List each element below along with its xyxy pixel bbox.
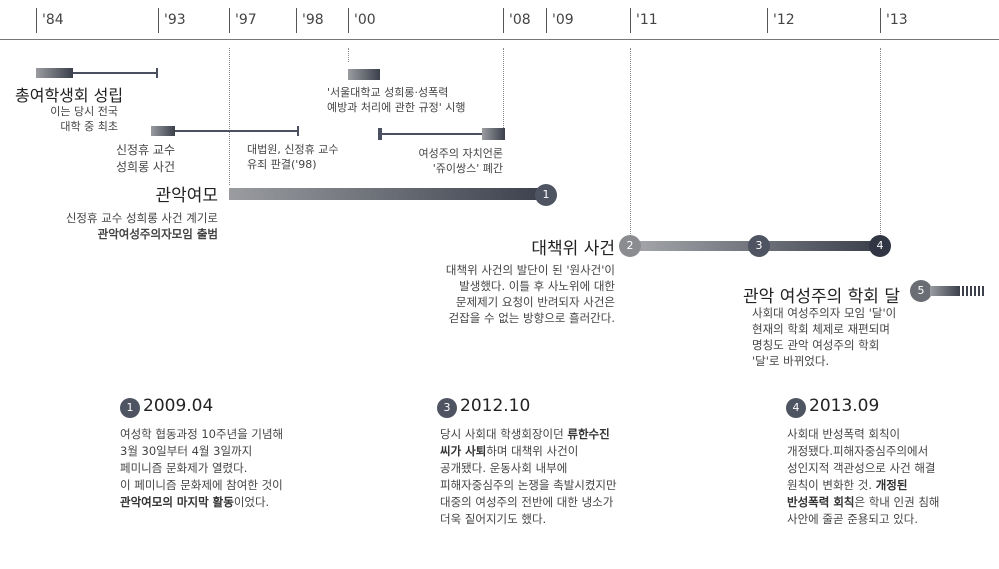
tick [36, 8, 37, 33]
tick [503, 8, 504, 33]
card-text: 관악여모의 마지막 활동이었다. [120, 495, 270, 509]
event-line [380, 133, 484, 135]
tick [229, 8, 230, 33]
card-text: 3월 30일부터 4월 3일까지 [120, 444, 253, 458]
event-title: 대책위 사건 [531, 239, 615, 259]
tick [767, 8, 768, 33]
tick [158, 8, 159, 33]
marker-3: 3 [437, 398, 457, 418]
card-text: 성인지적 객관성으로 사건 해결 [787, 461, 936, 475]
event-title: 관악 여성주의 학회 달 [743, 287, 900, 307]
period-bar [930, 286, 960, 296]
card-text: 페미니즘 문화제가 열렸다. [120, 461, 248, 475]
card-text: 더욱 짙어지기도 했다. [440, 512, 547, 526]
tick-label: '97 [235, 12, 257, 28]
card-text: 피해자중심주의 논쟁을 촉발시켰지만 [440, 478, 617, 492]
tick-label: '98 [302, 12, 324, 28]
guide-line [880, 48, 881, 236]
marker-4: 4 [869, 235, 891, 257]
card-text: 사회대 반성폭력 회칙이 [787, 427, 901, 441]
tick-label: '00 [354, 12, 376, 28]
marker-5: 5 [910, 280, 932, 302]
tick-label: '93 [164, 12, 186, 28]
card-date: 2009.04 [143, 396, 214, 416]
tick [880, 8, 881, 33]
event-bar [482, 128, 505, 140]
tick [348, 8, 349, 33]
card-text: 대중의 여성주의 전반에 대한 냉소가 [440, 495, 614, 509]
axis-line [0, 39, 999, 40]
tick-label: '84 [42, 12, 64, 28]
tick-label: '08 [509, 12, 531, 28]
continuing-stripes [962, 286, 986, 296]
card-text: 당시 사회대 학생회장이던 류한수진 [440, 427, 610, 441]
event-line [175, 130, 298, 132]
card-text: 공개됐다. 운동사회 내부에 [440, 461, 568, 475]
card-text: 여성학 협동과정 10주년을 기념해 [120, 427, 284, 441]
tick [546, 8, 547, 33]
event-title: 관악여모 [155, 186, 218, 206]
event-bar [36, 68, 73, 78]
tick-label: '09 [552, 12, 574, 28]
guide-line [630, 48, 631, 236]
event-desc: 여성주의 자치언론'쥬이쌍스' 폐간 [418, 147, 503, 175]
tick-label: '13 [886, 12, 908, 28]
card-text: 이 페미니즘 문화제에 참여한 것이 [120, 478, 283, 492]
card-text: 원칙이 변화한 것. 개정된 [787, 478, 908, 492]
guide-line [348, 48, 349, 62]
card-text: 사안에 줄곧 준용되고 있다. [787, 512, 919, 526]
card-text: 반성폭력 회칙은 학내 인권 침해 [787, 495, 940, 509]
tick [296, 8, 297, 33]
tick-label: '11 [636, 12, 658, 28]
guide-line [503, 48, 504, 128]
event-cap [156, 68, 158, 78]
event-bar [151, 126, 175, 136]
event-line [73, 72, 157, 74]
guide-line [229, 48, 230, 185]
card-text: 개정됐다.피해자중심주의에서 [787, 444, 929, 458]
event-cap [297, 126, 299, 136]
card-text: 씨가 사퇴하며 대책위 사건이 [440, 444, 579, 458]
event-title: 총여학생회 성립 [15, 86, 124, 105]
tick-label: '12 [773, 12, 795, 28]
marker-2: 2 [619, 235, 641, 257]
marker-4: 4 [786, 398, 806, 418]
event-bar [348, 69, 380, 80]
card-date: 2013.09 [809, 396, 880, 416]
tick [630, 8, 631, 33]
marker-1: 1 [535, 184, 557, 206]
marker-3: 3 [748, 235, 770, 257]
marker-1: 1 [120, 398, 140, 418]
card-date: 2012.10 [460, 396, 531, 416]
period-bar [229, 188, 546, 200]
